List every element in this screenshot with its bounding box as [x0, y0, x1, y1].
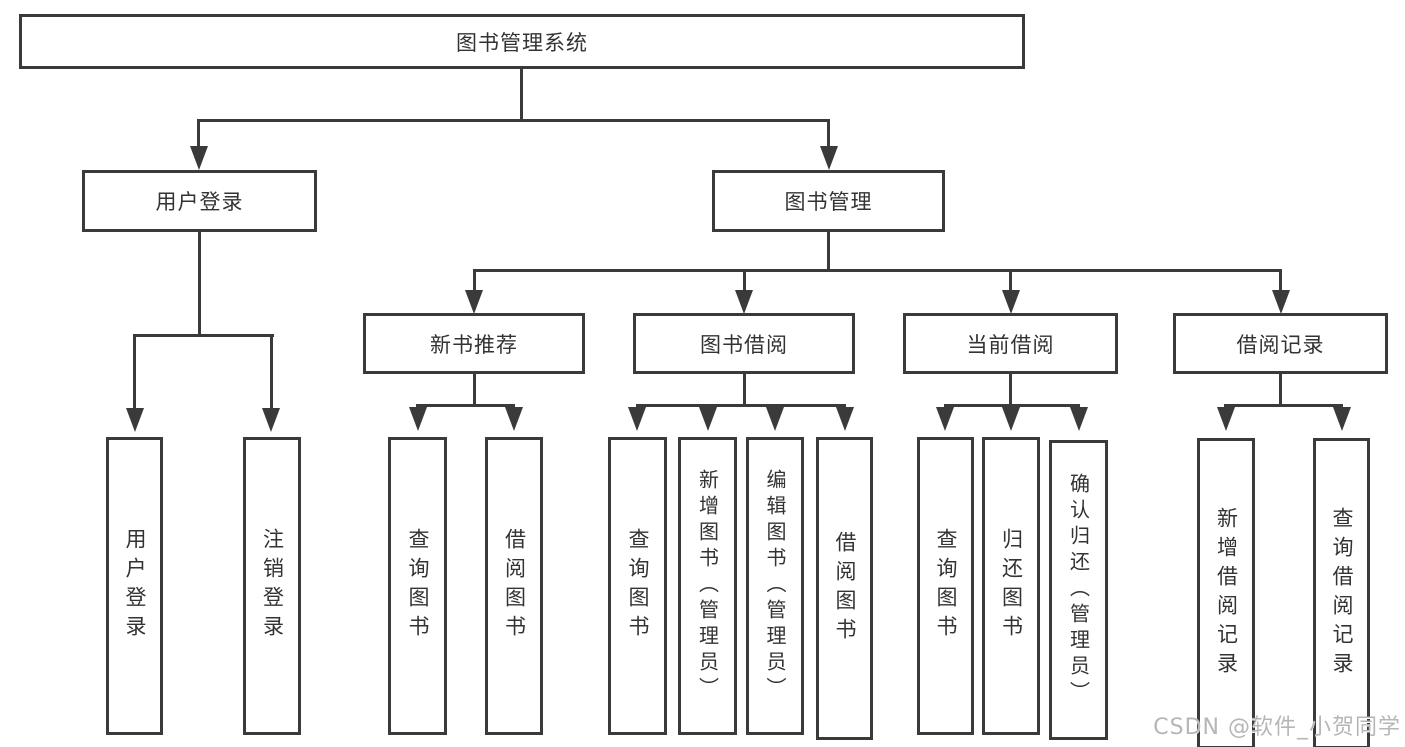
- leaf-label: 注销登录: [260, 528, 285, 644]
- arrow-down: [1002, 290, 1020, 314]
- leaf-query-borrow-record: 查询借阅记录: [1313, 438, 1370, 747]
- node-label: 图书借阅: [700, 332, 788, 357]
- leaf-return-books: 归还图书: [982, 437, 1040, 735]
- connector-drop-current: [1009, 269, 1012, 293]
- arrow-down: [126, 408, 144, 432]
- leaf-borrow-books-borrowing: 借阅图书: [816, 437, 873, 740]
- node-library-system: 图书管理系统: [19, 14, 1025, 69]
- arrow-down: [262, 408, 280, 432]
- leaf-user-login: 用户登录: [106, 437, 163, 735]
- connector-records-rail: [1224, 404, 1343, 407]
- connector-management-trunk: [827, 232, 830, 271]
- leaf-label: 借阅图书: [502, 528, 527, 644]
- leaf-label: 查询借阅记录: [1330, 506, 1355, 681]
- connector-drop-login-leaf: [133, 334, 136, 410]
- arrow-down: [409, 407, 427, 431]
- connector-login-rail: [133, 334, 274, 337]
- node-book-borrowing: 图书借阅: [633, 313, 855, 374]
- connector-borrowing-trunk: [743, 374, 746, 406]
- leaf-label: 归还图书: [999, 528, 1024, 644]
- csdn-watermark: CSDN @软件_小贺同学: [1153, 715, 1401, 740]
- arrow-down: [936, 407, 954, 431]
- connector-drop-recommend: [473, 269, 476, 293]
- node-new-book-recommendation: 新书推荐: [363, 313, 585, 374]
- node-label: 用户登录: [155, 190, 244, 214]
- connector-drop-borrowing: [743, 269, 746, 293]
- arrow-down: [505, 407, 523, 431]
- leaf-query-books-borrowing: 查询图书: [608, 437, 667, 735]
- leaf-logout: 注销登录: [243, 437, 301, 735]
- leaf-label: 确认归还（管理员）: [1066, 473, 1091, 707]
- connector-records-trunk: [1279, 374, 1282, 406]
- leaf-add-borrow-record: 新增借阅记录: [1197, 438, 1255, 747]
- node-label: 图书管理: [784, 190, 873, 214]
- leaf-label: 查询图书: [406, 528, 431, 644]
- leaf-add-books-admin: 新增图书（管理员）: [678, 437, 737, 735]
- connector-current-rail: [944, 404, 1080, 407]
- connector-current-trunk: [1009, 374, 1012, 406]
- leaf-label: 用户登录: [123, 528, 148, 644]
- leaf-label: 查询图书: [934, 528, 959, 644]
- arrow-down: [1272, 290, 1290, 314]
- arrow-down: [836, 407, 854, 431]
- arrow-down: [190, 146, 208, 170]
- arrow-down: [1217, 407, 1235, 431]
- leaf-label: 新增借阅记录: [1214, 506, 1239, 681]
- connector-recommend-rail: [416, 404, 515, 407]
- leaf-borrow-books-recommend: 借阅图书: [485, 437, 543, 735]
- arrow-down: [1333, 407, 1351, 431]
- connector-recommend-trunk: [473, 374, 476, 406]
- leaf-query-books-current: 查询图书: [917, 437, 974, 735]
- connector-drop-logout-leaf: [270, 334, 273, 410]
- leaf-label: 新增图书（管理员）: [695, 469, 720, 703]
- connector-borrowing-rail: [636, 404, 846, 407]
- arrow-down: [766, 407, 784, 431]
- leaf-label: 借阅图书: [833, 530, 858, 647]
- connector-login-trunk: [198, 232, 201, 335]
- arrow-down: [820, 146, 838, 170]
- node-label: 图书管理系统: [456, 30, 588, 55]
- connector-drop-records: [1279, 269, 1282, 293]
- connector-drop-book-management: [827, 120, 830, 148]
- leaf-query-books-recommend: 查询图书: [388, 437, 447, 735]
- node-label: 借阅记录: [1236, 332, 1325, 357]
- leaf-label: 查询图书: [626, 528, 651, 644]
- arrow-down: [628, 407, 646, 431]
- node-borrowing-records: 借阅记录: [1173, 313, 1388, 374]
- node-label: 当前借阅: [966, 332, 1055, 357]
- arrow-down: [465, 290, 483, 314]
- leaf-label: 编辑图书（管理员）: [763, 469, 787, 703]
- node-book-management: 图书管理: [712, 170, 945, 232]
- leaf-confirm-return-admin: 确认归还（管理员）: [1049, 440, 1108, 740]
- connector-root-trunk: [520, 69, 523, 122]
- arrow-down: [699, 407, 717, 431]
- arrow-down: [1070, 407, 1088, 431]
- arrow-down: [735, 290, 753, 314]
- leaf-edit-books-admin: 编辑图书（管理员）: [746, 437, 804, 735]
- connector-drop-user-login: [197, 120, 200, 148]
- node-label: 新书推荐: [430, 332, 518, 357]
- node-current-borrowing: 当前借阅: [903, 313, 1118, 374]
- connector-level2-rail: [473, 269, 1282, 272]
- connector-level1-rail: [197, 119, 830, 122]
- node-user-login: 用户登录: [82, 170, 317, 232]
- arrow-down: [1002, 407, 1020, 431]
